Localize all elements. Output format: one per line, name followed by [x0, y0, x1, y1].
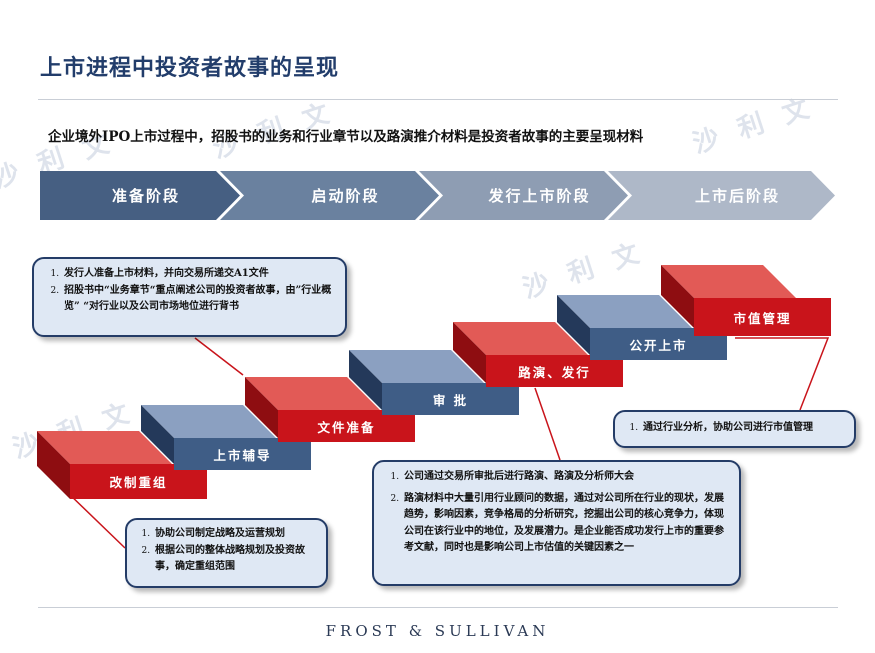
step-block-3-top: [245, 377, 380, 410]
step-label-tutoring: 上市辅导: [213, 447, 272, 463]
step-block-4-side: [349, 350, 382, 410]
callout-top-left-item-1: 发行人准备上市材料，并向交易所递交A1文件: [62, 266, 335, 283]
callout-bottom-middle-item-2: 路演材料中大量引用行业顾问的数据，通过对公司所在行业的现状，发展趋势，影响因素，…: [402, 491, 729, 557]
step-block-3-front: [278, 410, 415, 442]
step-block-2-front: [174, 438, 311, 470]
callout-bottom-left-item-2: 根据公司的整体战略规划及投资故事，确定重组范围: [153, 543, 318, 576]
callout-bottom-left: 协助公司制定战略及运营规划 根据公司的整体战略规划及投资故事，确定重组范围: [125, 518, 328, 588]
callout-bottom-middle: 公司通过交易所审批后进行路演、路演及分析师大会 路演材料中大量引用行业顾问的数据…: [372, 460, 741, 586]
callout-bottom-middle-item-1: 公司通过交易所审批后进行路演、路演及分析师大会: [402, 469, 729, 486]
step-label-market-cap: 市值管理: [733, 310, 792, 326]
step-label-documents: 文件准备: [317, 419, 376, 435]
frost-sullivan-logo: FROST & SULLIVAN: [325, 622, 550, 640]
subtitle: 企业境外IPO上市过程中，招股书的业务和行业章节以及路演推介材料是投资者故事的主…: [48, 129, 644, 145]
step-block-7-side: [661, 265, 694, 328]
step-block-4-front: [382, 383, 519, 415]
divider: [38, 99, 838, 100]
page-title: 上市进程中投资者故事的呈现: [40, 55, 340, 81]
callout-bottom-left-item-1: 协助公司制定战略及运营规划: [153, 526, 318, 543]
phase-chevron-2: [220, 171, 439, 220]
step-block-1-side: [37, 431, 70, 499]
callout-right-item-1: 通过行业分析，协助公司进行市值管理: [641, 420, 846, 437]
step-block-2-top: [141, 405, 276, 438]
step-block-7-front: [694, 298, 831, 336]
phase-chevron-1: [40, 171, 240, 220]
step-block-6-top: [557, 295, 692, 328]
step-block-3-side: [245, 377, 278, 438]
phase-chevron-4: [608, 171, 835, 220]
connector-right: [735, 337, 830, 411]
connector-bottom-middle: [534, 387, 561, 461]
phase-label-launch: 启动阶段: [311, 187, 380, 205]
connector-bottom-left: [65, 490, 126, 549]
phase-label-prep: 准备阶段: [111, 187, 180, 205]
step-label-restructure: 改制重组: [109, 475, 168, 490]
step-block-4-top: [349, 350, 484, 383]
step-block-5-top: [453, 322, 588, 355]
phase-label-post: 上市后阶段: [694, 187, 780, 205]
step-block-5-side: [453, 322, 486, 383]
step-label-public-listing: 公开上市: [629, 337, 688, 353]
step-block-7-top: [661, 265, 796, 298]
callout-top-left-item-2: 招股书中“业务章节“重点阐述公司的投资者故事，由”行业概览” “对行业以及公司市…: [62, 283, 335, 316]
step-block-5-front: [486, 355, 623, 387]
step-block-1-top: [37, 431, 172, 464]
step-label-roadshow: 路演、发行: [518, 364, 591, 380]
connector-top-left: [194, 337, 244, 376]
footer-divider: [38, 607, 838, 608]
step-label-approval: 审 批: [432, 392, 469, 408]
callout-right: 通过行业分析，协助公司进行市值管理: [613, 410, 856, 448]
step-block-6-side: [557, 295, 590, 355]
phase-chevron-3: [419, 171, 628, 220]
callout-top-left: 发行人准备上市材料，并向交易所递交A1文件 招股书中“业务章节“重点阐述公司的投…: [32, 257, 347, 337]
phase-label-listing: 发行上市阶段: [488, 187, 591, 205]
step-block-2-side: [141, 405, 174, 464]
